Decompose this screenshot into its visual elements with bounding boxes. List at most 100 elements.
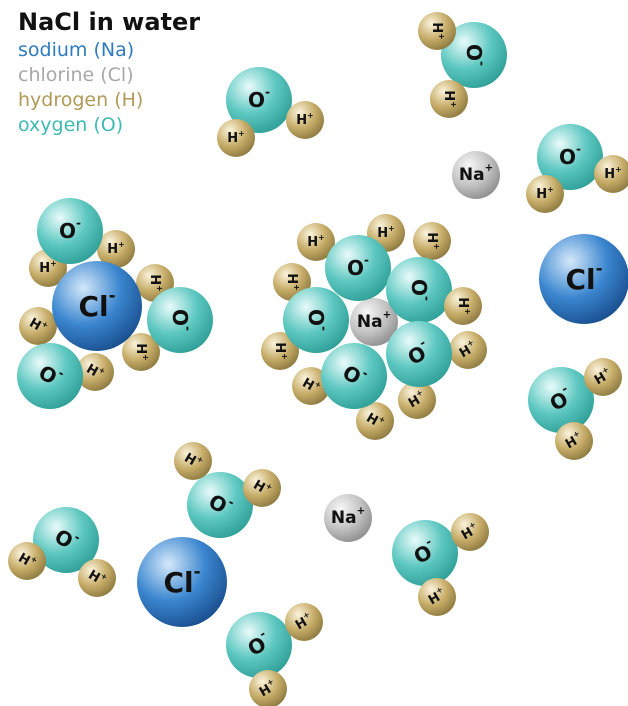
oxygen-sphere <box>441 22 507 88</box>
hydrogen-atom: H+ <box>19 307 57 345</box>
hydrogen-atom: H+ <box>217 119 255 157</box>
hydrogen-atom: H+ <box>249 670 287 706</box>
hydrogen-sphere <box>555 422 593 460</box>
chloride-sphere <box>52 261 142 351</box>
chloride-label: Cl- <box>565 258 602 296</box>
oxygen-atom: O- <box>325 235 391 301</box>
hydrogen-sphere <box>418 12 456 50</box>
oxygen-sphere <box>537 124 603 190</box>
hydrogen-label: H+ <box>227 128 244 145</box>
sodium-label: Na+ <box>331 506 365 528</box>
oxygen-atom: O- <box>17 343 83 409</box>
hydrogen-sphere <box>217 119 255 157</box>
hydrogen-label: H+ <box>425 584 449 608</box>
oxygen-label: O- <box>347 253 369 280</box>
hydrogen-atom: H+ <box>430 80 468 118</box>
oxygen-label: O- <box>304 309 331 331</box>
oxygen-label: O- <box>248 85 270 112</box>
oxygen-atom: O- <box>528 367 594 433</box>
hydrogen-atom: H+ <box>451 513 489 551</box>
hydrogen-sphere <box>418 578 456 616</box>
hydrogen-atom: H+ <box>356 402 394 440</box>
hydrogen-label: H+ <box>591 364 615 388</box>
hydrogen-atom: H+ <box>174 442 212 480</box>
hydrogen-sphere <box>449 331 487 369</box>
hydrogen-sphere <box>8 542 46 580</box>
hydrogen-label: H+ <box>456 297 473 314</box>
hydrogen-label: H+ <box>256 676 280 700</box>
hydrogen-label: H+ <box>536 184 553 201</box>
hydrogen-atom: H+ <box>594 155 628 193</box>
oxygen-label: O- <box>407 279 434 301</box>
oxygen-atom: O- <box>226 612 292 678</box>
hydrogen-sphere <box>243 469 281 507</box>
hydrogen-sphere <box>76 353 114 391</box>
legend-entry-sodium: sodium (Na) <box>18 39 135 61</box>
hydrogen-label: H+ <box>562 428 586 452</box>
hydrogen-label: H+ <box>285 273 302 290</box>
oxygen-atom: O- <box>386 321 452 387</box>
hydrogen-label: H+ <box>107 239 124 256</box>
hydrogen-atom: H+ <box>449 331 487 369</box>
oxygen-sphere <box>226 67 292 133</box>
legend-entry-chlorine: chlorine (Cl) <box>18 64 134 86</box>
hydrogen-sphere <box>413 222 451 260</box>
hydrogen-label: H+ <box>273 342 290 359</box>
hydrogen-atom: H+ <box>555 422 593 460</box>
oxygen-sphere <box>283 287 349 353</box>
hydrogen-sphere <box>526 175 564 213</box>
oxygen-sphere <box>33 507 99 573</box>
sodium-sphere <box>452 151 500 199</box>
hydrogen-label: H+ <box>425 232 442 249</box>
oxygen-label: O- <box>168 309 195 331</box>
hydrogen-sphere <box>19 307 57 345</box>
hydrogen-label: H+ <box>456 337 480 361</box>
oxygen-atom: O- <box>147 287 213 353</box>
oxygen-atom: O- <box>321 343 387 409</box>
sodium-atom: Na+ <box>324 494 372 542</box>
legend: NaCl in water sodium (Na) chlorine (Cl) … <box>18 6 200 138</box>
oxygen-sphere <box>37 198 103 264</box>
hydrogen-sphere <box>444 287 482 325</box>
chloride-sphere <box>539 234 628 324</box>
hydrogen-atom: H+ <box>78 559 116 597</box>
legend-entry-oxygen: oxygen (O) <box>18 114 124 136</box>
hydrogen-label: H+ <box>442 90 459 107</box>
chloride-label: Cl- <box>163 561 200 599</box>
chloride-atom: Cl- <box>137 537 227 627</box>
hydrogen-atom: H+ <box>76 353 114 391</box>
oxygen-sphere <box>386 321 452 387</box>
oxygen-atom: O- <box>441 22 507 88</box>
oxygen-atom: O- <box>386 257 452 323</box>
oxygen-atom: O- <box>187 472 253 538</box>
oxygen-sphere <box>17 343 83 409</box>
hydrogen-label: H+ <box>405 387 429 411</box>
hydrogen-sphere <box>451 513 489 551</box>
legend-title: NaCl in water <box>18 8 201 36</box>
oxygen-atom: O- <box>226 67 292 133</box>
hydrogen-atom: H+ <box>418 12 456 50</box>
hydrogen-sphere <box>594 155 628 193</box>
hydrogen-sphere <box>97 230 135 268</box>
hydrogen-atom: H+ <box>418 578 456 616</box>
sodium-sphere <box>324 494 372 542</box>
hydrogen-atom: H+ <box>398 381 436 419</box>
oxygen-sphere <box>226 612 292 678</box>
oxygen-sphere <box>321 343 387 409</box>
oxygen-sphere <box>325 235 391 301</box>
hydrogen-label: H+ <box>430 22 447 39</box>
oxygen-sphere <box>392 520 458 586</box>
oxygen-sphere <box>528 367 594 433</box>
chloride-label: Cl- <box>78 285 115 323</box>
hydrogen-atom: H+ <box>444 287 482 325</box>
sodium-sphere <box>350 298 398 346</box>
hydrogen-atom: H+ <box>297 223 335 261</box>
hydrogen-label: H+ <box>148 274 165 291</box>
hydrogen-atom: H+ <box>584 358 622 396</box>
hydrogen-atom: H+ <box>261 332 299 370</box>
oxygen-sphere <box>147 287 213 353</box>
hydrogen-sphere <box>292 367 330 405</box>
oxygen-label: O- <box>462 44 489 66</box>
sodium-atom: Na+ <box>350 298 398 346</box>
